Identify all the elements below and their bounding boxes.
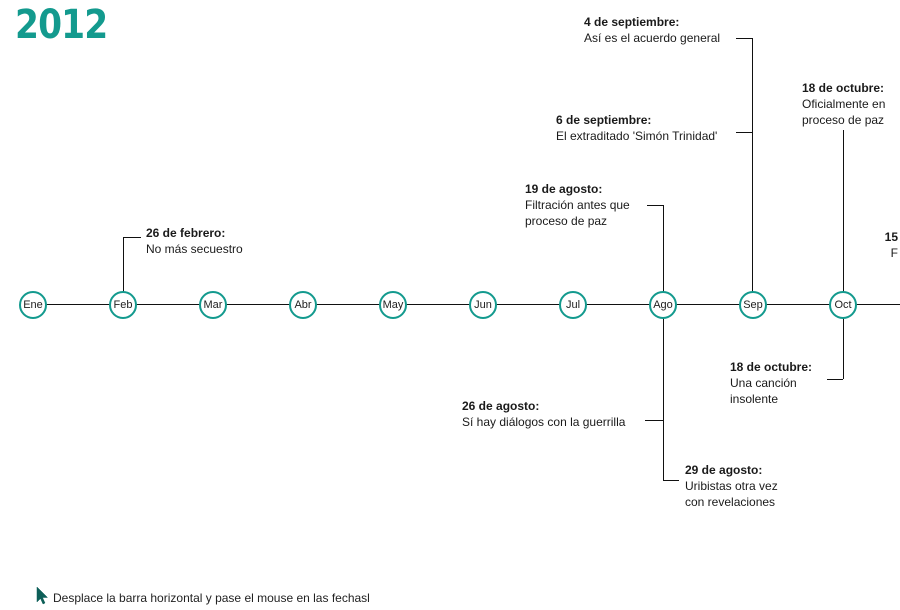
event-title: Oficialmente en — [802, 97, 886, 111]
event-date: 18 de octubre: — [730, 360, 813, 374]
event-26-feb[interactable]: 26 de febrero: No más secuestro — [146, 225, 243, 257]
month-node-ago[interactable]: Ago — [649, 291, 677, 319]
connector-ago-29 — [663, 480, 679, 481]
event-date: 26 de febrero: — [146, 226, 226, 240]
month-node-jul[interactable]: Jul — [559, 291, 587, 319]
event-date: 29 de agosto: — [685, 463, 763, 477]
connector-feb-h — [123, 237, 141, 238]
hint-text: Desplace la barra horizontal y pase el m… — [53, 591, 370, 605]
event-15-partial[interactable]: 15 F — [885, 229, 898, 261]
month-node-oct[interactable]: Oct — [829, 291, 857, 319]
connector-feb — [123, 237, 124, 292]
event-18-oct-up[interactable]: 18 de octubre: Oficialmente en proceso d… — [802, 80, 885, 128]
event-title: con revelaciones — [685, 495, 776, 509]
connector-sep — [752, 38, 753, 292]
connector-oct-up — [843, 130, 844, 292]
connector-ago-26 — [645, 420, 663, 421]
month-node-feb[interactable]: Feb — [109, 291, 137, 319]
timeline-axis — [34, 304, 900, 305]
month-node-sep[interactable]: Sep — [739, 291, 767, 319]
connector-oct-down — [843, 318, 844, 379]
event-29-ago[interactable]: 29 de agosto: Uribistas otra vez con rev… — [685, 462, 778, 510]
event-date: 18 de octubre: — [802, 81, 885, 95]
connector-sep-6 — [736, 132, 752, 133]
event-date: 15 — [884, 230, 898, 244]
mouse-pointer-icon — [36, 587, 49, 605]
event-title: Sí hay diálogos con la guerrilla — [462, 415, 626, 429]
event-title: Filtración antes que — [525, 198, 630, 212]
connector-ago-up — [663, 205, 664, 292]
month-node-ene[interactable]: Ene — [19, 291, 47, 319]
event-title: No más secuestro — [146, 242, 243, 256]
connector-ago-up-h — [647, 205, 663, 206]
event-title: Así es el acuerdo general — [584, 31, 721, 45]
event-title: El extraditado 'Simón Trinidad' — [556, 129, 718, 143]
hint-text-row: Desplace la barra horizontal y pase el m… — [36, 587, 370, 605]
event-date: 6 de septiembre: — [556, 113, 652, 127]
event-6-sep[interactable]: 6 de septiembre: El extraditado 'Simón T… — [556, 112, 717, 144]
event-date: 19 de agosto: — [525, 182, 603, 196]
month-node-mar[interactable]: Mar — [199, 291, 227, 319]
month-node-jun[interactable]: Jun — [469, 291, 497, 319]
month-node-abr[interactable]: Abr — [289, 291, 317, 319]
event-18-oct-down[interactable]: 18 de octubre: Una canción insolente — [730, 359, 812, 407]
event-title: Una canción — [730, 376, 797, 390]
month-node-may[interactable]: May — [379, 291, 407, 319]
connector-sep-4 — [736, 38, 752, 39]
event-title: proceso de paz — [525, 214, 608, 228]
event-4-sep[interactable]: 4 de septiembre: Así es el acuerdo gener… — [584, 14, 720, 46]
connector-oct-down-h — [827, 379, 843, 380]
event-date: 4 de septiembre: — [584, 15, 680, 29]
event-title: proceso de paz — [802, 113, 885, 127]
event-19-ago[interactable]: 19 de agosto: Filtración antes que proce… — [525, 181, 630, 229]
connector-ago-down — [663, 318, 664, 480]
event-title: F — [890, 246, 898, 260]
year-title: 2012 — [15, 2, 108, 48]
event-title: Uribistas otra vez — [685, 479, 778, 493]
event-date: 26 de agosto: — [462, 399, 540, 413]
event-26-ago[interactable]: 26 de agosto: Sí hay diálogos con la gue… — [462, 398, 625, 430]
event-title: insolente — [730, 392, 779, 406]
